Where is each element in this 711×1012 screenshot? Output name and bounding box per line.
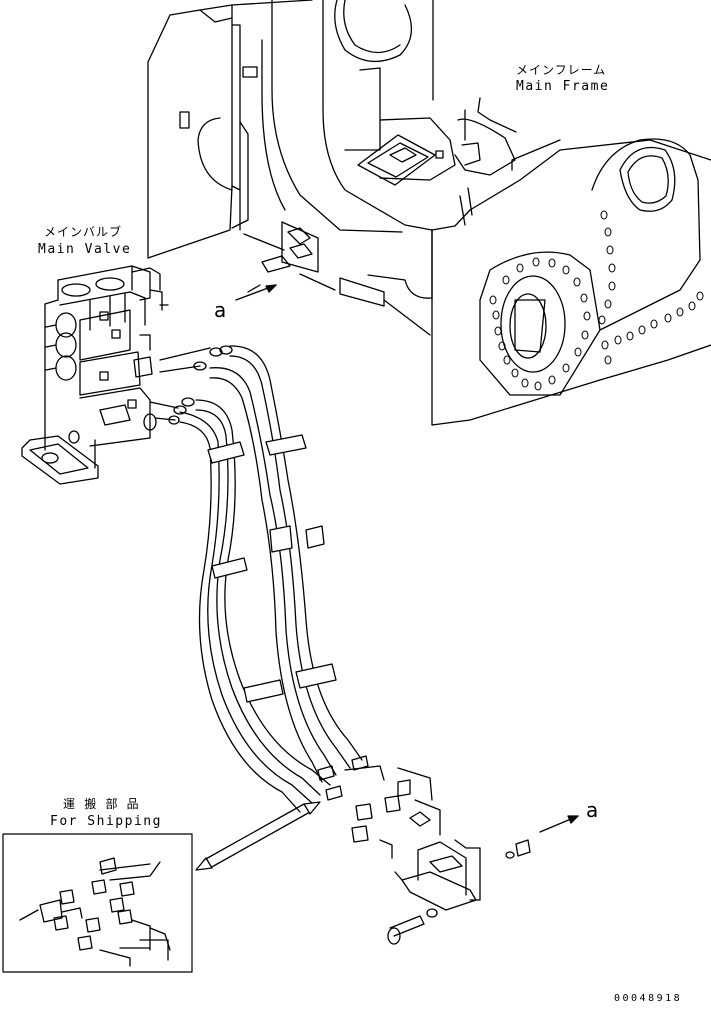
hose-clamps <box>208 435 336 702</box>
main-frame-label-jp: メインフレーム <box>516 63 607 77</box>
valve-fittings <box>150 346 232 424</box>
main-valve-label-en: Main Valve <box>38 242 132 257</box>
callout-a-upper: a <box>214 298 227 322</box>
shipping-label-en: For Shipping <box>50 814 162 829</box>
shipping-fittings <box>318 756 440 858</box>
main-frame <box>148 0 711 425</box>
mounting-bracket <box>388 840 530 944</box>
shipping-reference-arrow <box>196 802 320 870</box>
shipping-label-jp: 運 搬 部 品 <box>63 797 140 811</box>
hose-bundle-left <box>180 400 330 812</box>
main-valve-label-jp: メインバルブ <box>44 225 123 239</box>
main-valve <box>22 266 168 484</box>
callout-arrow-lower <box>540 816 578 832</box>
part-number: 00048918 <box>614 993 683 1004</box>
shipping-parts-box <box>3 834 192 972</box>
callout-a-lower: a <box>586 798 599 822</box>
main-frame-label-en: Main Frame <box>516 79 610 94</box>
callout-arrow-upper <box>236 285 276 300</box>
